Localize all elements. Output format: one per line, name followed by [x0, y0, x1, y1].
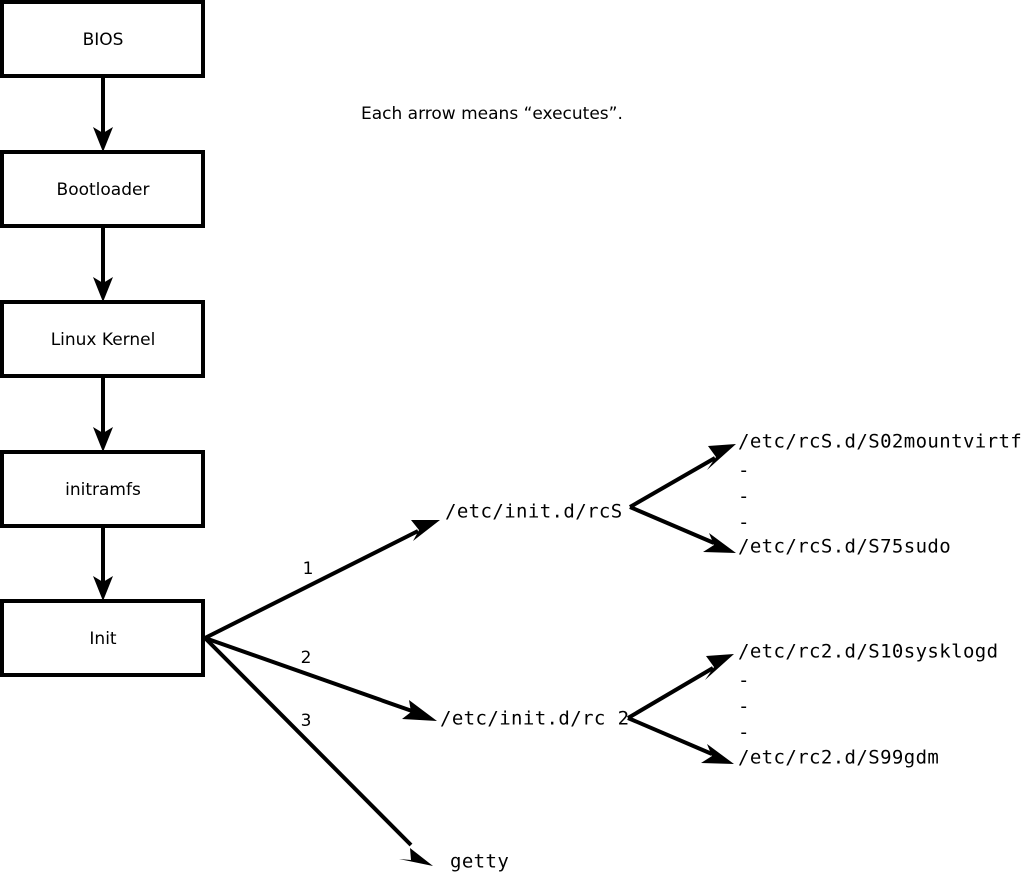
chain-connectors — [93, 76, 113, 601]
box-bios-rect — [0, 0, 205, 78]
fork-rcs-lower-line — [629, 505, 715, 545]
arrowhead-initramfs-to-init — [93, 576, 113, 601]
label-getty: getty — [450, 851, 509, 873]
label-etc-initd-rcs: /etc/init.d/rcS — [445, 501, 623, 523]
rc2d-ellipsis-dash-2: - — [738, 696, 749, 718]
fork-rcs-upper-line — [629, 456, 716, 509]
branch-3-line — [203, 636, 413, 847]
box-initramfs-rect — [0, 450, 205, 528]
label-rc2d-first: /etc/rc2.d/S10sysklogd — [738, 641, 998, 663]
branch-3-init-to-getty: 3 — [203, 636, 433, 866]
branch-1-arrowhead — [411, 520, 440, 541]
label-etc-initd-rc2: /etc/init.d/rc 2 — [440, 708, 629, 730]
box-init-label: Init — [89, 629, 117, 649]
branch-2-line — [204, 636, 413, 713]
box-init-rect — [0, 599, 205, 677]
arrowhead-bios-to-bootloader — [93, 127, 113, 152]
rc2d-ellipsis-dash-1: - — [738, 670, 749, 692]
rcsd-ellipsis-dash-2: - — [738, 486, 749, 508]
label-rcsd-first: /etc/rcS.d/S02mountvirtfs — [738, 431, 1024, 453]
branch-1-number: 1 — [303, 559, 314, 579]
box-init[interactable]: Init — [0, 599, 205, 677]
fork-rc2-upper-line — [626, 666, 715, 720]
branch-2-init-to-rc2: 2 — [204, 636, 437, 721]
box-bootloader-label: Bootloader — [57, 180, 150, 200]
branch-3-arrowhead — [399, 848, 433, 866]
branch-3-number: 3 — [301, 711, 312, 731]
fork-rc2-lower-line — [627, 716, 713, 756]
fork-rcs-scripts — [629, 444, 736, 553]
fork-rc2-scripts: /etc/rc2.d/S10sysklogd - - - /etc/rc2.d/… — [626, 641, 998, 769]
branch-1-line — [204, 529, 419, 640]
fork-rcs-upper-arrowhead — [707, 444, 736, 470]
box-bios-label: BIOS — [83, 30, 124, 50]
legend-caption: Each arrow means “executes”. — [361, 104, 623, 124]
branch-2-number: 2 — [301, 648, 312, 668]
branch-1-init-to-rcs: 1 — [204, 520, 440, 640]
box-linux-kernel-rect — [0, 300, 205, 378]
label-rc2d-last: /etc/rc2.d/S99gdm — [738, 747, 939, 769]
box-bios[interactable]: BIOS — [0, 0, 205, 78]
rc2d-ellipsis-dash-3: - — [738, 722, 749, 744]
fork-rc2-lower-arrowhead — [701, 744, 734, 764]
fork-rcs-lower-arrowhead — [703, 533, 736, 553]
rcsd-ellipsis-dash-1: - — [738, 460, 749, 482]
arrowhead-kernel-to-initramfs — [93, 427, 113, 452]
fork-rc2-upper-arrowhead — [705, 654, 734, 680]
branch-2-arrowhead — [402, 700, 437, 721]
box-bootloader[interactable]: Bootloader — [0, 150, 205, 228]
box-initramfs-label: initramfs — [65, 480, 141, 500]
box-linux-kernel-label: Linux Kernel — [51, 330, 156, 350]
label-rcsd-last: /etc/rcS.d/S75sudo — [738, 536, 951, 558]
arrowhead-bootloader-to-kernel — [93, 277, 113, 302]
box-linux-kernel[interactable]: Linux Kernel — [0, 300, 205, 378]
box-bootloader-rect — [0, 150, 205, 228]
rcsd-ellipsis-dash-3: - — [738, 512, 749, 534]
box-initramfs[interactable]: initramfs — [0, 450, 205, 528]
